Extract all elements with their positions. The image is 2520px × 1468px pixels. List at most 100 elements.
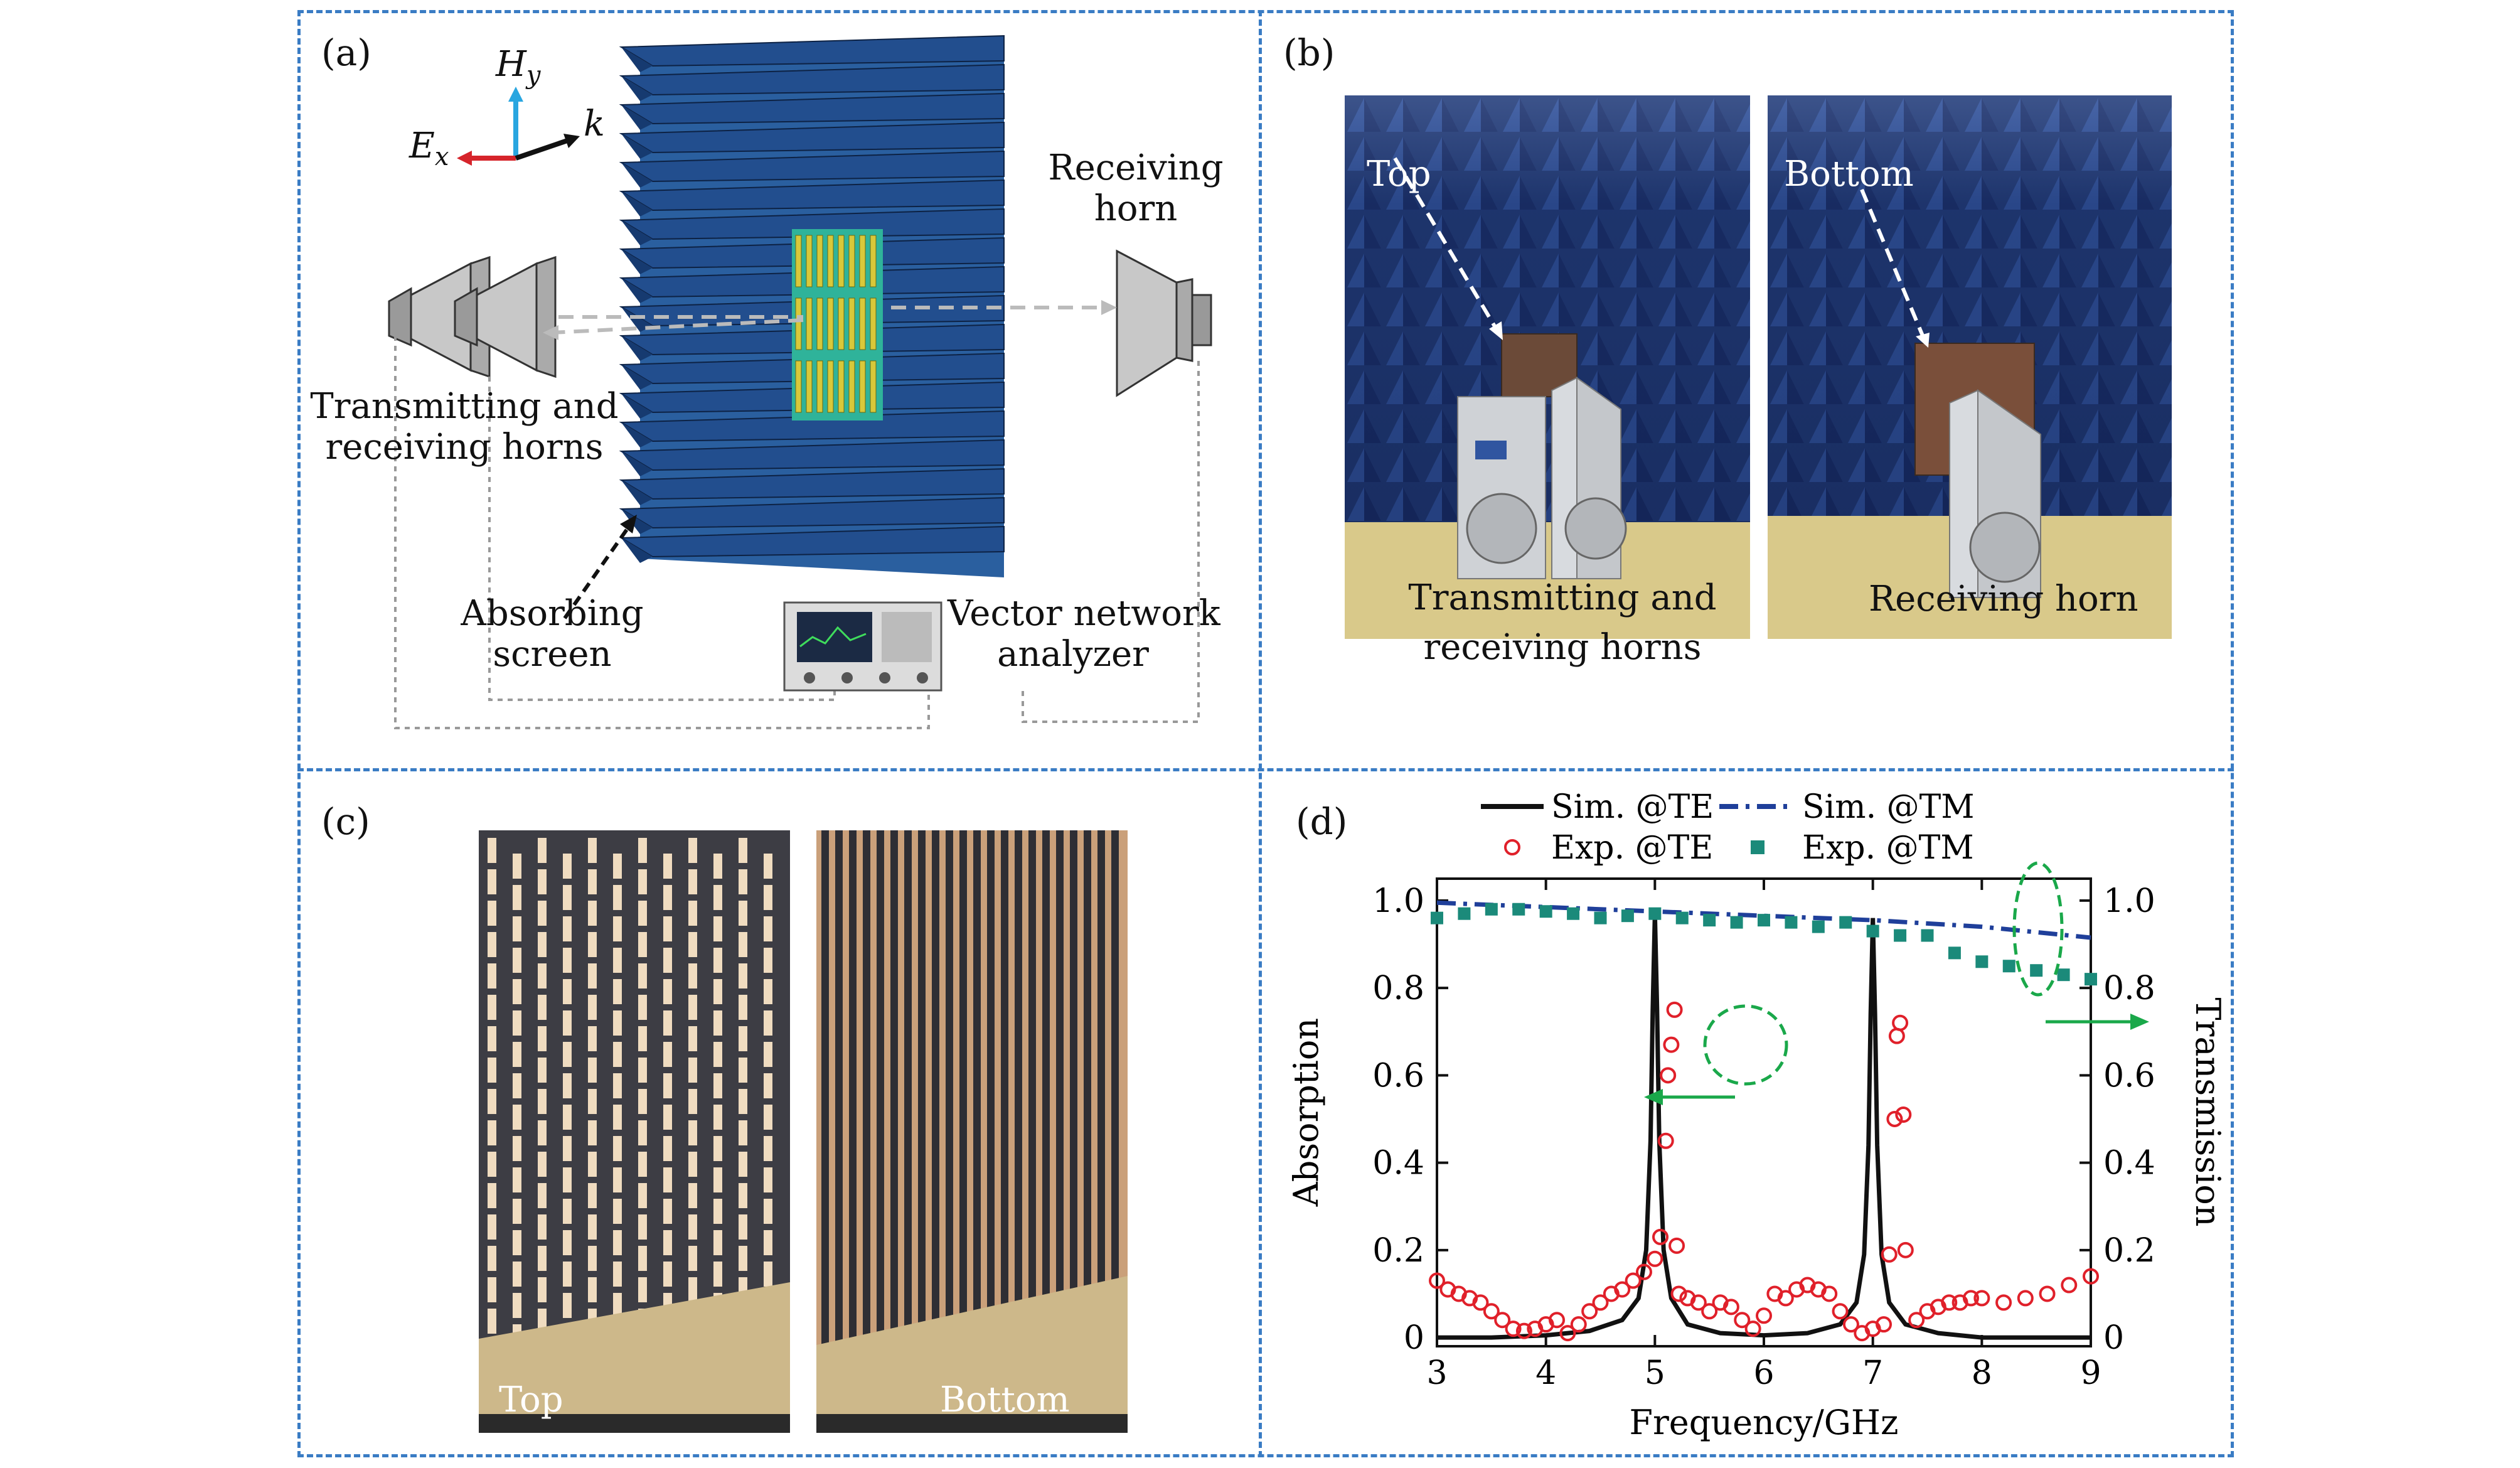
series-exp-te-point — [1941, 1294, 1958, 1311]
series-exp-tm-point — [1512, 903, 1525, 916]
series-exp-te-point — [1625, 1272, 1642, 1289]
series-exp-tm-point — [1730, 916, 1743, 929]
series-exp-tm-point — [2030, 964, 2043, 977]
series-exp-te-point — [1897, 1241, 1914, 1258]
legend-exp-te: Exp. @TE — [1551, 829, 1713, 867]
series-exp-tm-point — [2057, 968, 2070, 982]
y2-tick-label: 0.2 — [2103, 1232, 2155, 1270]
series-exp-te-point — [1505, 1321, 1522, 1337]
series-exp-te-point — [1881, 1246, 1898, 1263]
series-exp-te-point — [1973, 1290, 1990, 1307]
series-exp-te-point — [1756, 1307, 1772, 1324]
series-exp-tm-point — [1921, 929, 1934, 942]
series-exp-tm-point — [1567, 907, 1580, 920]
series-exp-te-point — [1483, 1303, 1500, 1320]
series-exp-tm-point — [1812, 920, 1825, 933]
sample — [792, 229, 883, 421]
panel-a-diagram — [388, 35, 1212, 729]
series-exp-te-point — [1842, 1316, 1859, 1333]
series-exp-te-point — [2017, 1290, 2034, 1307]
series-exp-tm-point — [1458, 907, 1471, 920]
legend-exp-tm: Exp. @TM — [1802, 829, 1974, 867]
panel-d-label: (d) — [1296, 800, 1348, 843]
series-exp-te-point — [1995, 1294, 2012, 1311]
y-tick-label: 0.8 — [1372, 970, 1424, 1007]
series-exp-te-point — [1777, 1290, 1794, 1307]
series-exp-te-point — [2061, 1277, 2078, 1294]
series-exp-te-point — [1690, 1294, 1707, 1311]
y2-tick-label: 0.4 — [2103, 1145, 2155, 1182]
series-exp-te-point — [1876, 1316, 1893, 1333]
series-exp-te-point — [1559, 1325, 1576, 1342]
y-tick-label: 1.0 — [1372, 882, 1424, 920]
series-exp-te-point — [1494, 1312, 1511, 1329]
series-exp-te-point — [1581, 1303, 1598, 1320]
legend-exp-te-marker — [1504, 839, 1520, 855]
axis-h-label: Hy — [496, 44, 541, 90]
sample-top-photo — [479, 830, 790, 1433]
series-exp-tm-point — [2002, 960, 2015, 973]
chart-annotations — [1644, 861, 2149, 1105]
horizontal-divider — [297, 768, 2234, 771]
chart-legend: Sim. @TE Sim. @TM Exp. @TE Exp. @TM — [1481, 788, 1975, 867]
series-sim-tm-line — [1436, 900, 2091, 940]
plot-frame — [1436, 877, 2092, 1347]
panel-b-photo-left — [1345, 95, 1750, 639]
series-exp-te-point — [1635, 1263, 1652, 1280]
series-exp-te-point — [1744, 1321, 1761, 1337]
x-tick-label: 9 — [2080, 1354, 2101, 1392]
series-exp-tm-point — [1758, 914, 1770, 927]
series-exp-tm-point — [1594, 911, 1607, 924]
y-tick-label: 0.6 — [1372, 1057, 1424, 1095]
legend-exp-tm-marker — [1751, 840, 1765, 854]
series-exp-te-point — [1962, 1290, 1979, 1307]
series-exp-tm-point — [1621, 909, 1634, 923]
x-tick-label: 3 — [1426, 1354, 1447, 1392]
series-exp-te-point — [1886, 1110, 1903, 1127]
y-axis-label: Absorption — [1286, 1018, 1326, 1207]
sample-bottom-label: Bottom — [940, 1380, 1070, 1420]
series-exp-te-point — [1734, 1312, 1751, 1329]
y-tick-label: 0 — [1404, 1319, 1424, 1357]
x-tick-label: 5 — [1645, 1354, 1665, 1392]
y-tick-label: 0.2 — [1372, 1232, 1424, 1270]
series-exp-te-point — [1647, 1250, 1663, 1267]
series-exp-te-point — [1657, 1132, 1674, 1149]
panel-b-photo-right — [1768, 95, 2172, 639]
series-exp-te-point — [1895, 1106, 1912, 1123]
receiving-horn — [1116, 249, 1212, 397]
legend-sim-tm: Sim. @TM — [1802, 788, 1975, 826]
series-exp-te-point — [1429, 1272, 1445, 1289]
legend-sim-te: Sim. @TE — [1551, 788, 1714, 826]
series-exp-tm-point — [1975, 955, 1989, 968]
series-exp-te-point — [1570, 1316, 1587, 1333]
coordinate-axes — [457, 87, 580, 166]
series-exp-tm-point — [1675, 911, 1689, 924]
series-exp-te-point — [2039, 1285, 2056, 1302]
y2-tick-label: 0 — [2103, 1319, 2124, 1357]
series-exp-te-point — [1666, 1001, 1683, 1018]
series-exp-te-point — [1472, 1294, 1489, 1311]
series-exp-tm-point — [1948, 946, 1961, 960]
photo-top-label: Top — [1367, 154, 1431, 195]
y2-tick-label: 0.6 — [2103, 1057, 2155, 1095]
series-exp-tm-point — [1839, 916, 1852, 929]
series-exp-te-point — [1660, 1067, 1677, 1084]
series-exp-te-point — [1614, 1281, 1631, 1298]
y2-tick-label: 1.0 — [2103, 882, 2155, 920]
tx-rx-horns — [388, 255, 557, 378]
series-exp-te-point — [1701, 1303, 1718, 1320]
series-exp-tm-point — [2085, 973, 2097, 986]
absorber-pointer-arrow — [563, 515, 637, 619]
series-exp-te-point — [1722, 1299, 1739, 1315]
series-exp-tm-point — [1866, 924, 1879, 938]
series-exp-te-point — [1515, 1322, 1532, 1339]
photo-bottom-label: Bottom — [1784, 154, 1914, 195]
x-tick-label: 6 — [1753, 1354, 1774, 1392]
figure-frame — [297, 10, 2234, 1457]
axis-k-label: k — [584, 104, 605, 144]
y2-axis-label: Transmission — [2188, 998, 2228, 1227]
